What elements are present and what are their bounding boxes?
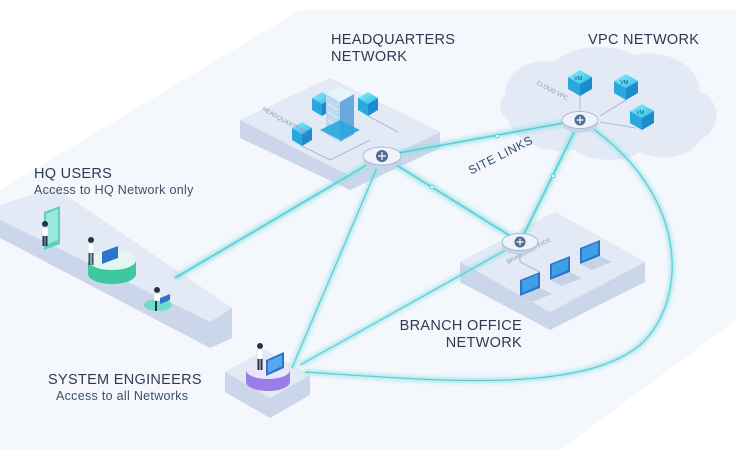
hq-router (362, 146, 402, 169)
vm-label-1: VM (574, 76, 583, 82)
hq-users-subtitle: Access to HQ Network only (34, 183, 194, 197)
headquarters-building (320, 86, 360, 142)
link-vpc-branch (519, 119, 581, 243)
hq-users-people (41, 206, 172, 311)
link-hq-vpc (381, 119, 581, 157)
branch-laptops (519, 240, 612, 302)
vm-label-3: VM (636, 110, 645, 116)
vpc-cloud-platform (500, 46, 717, 160)
hq-network-title: HEADQUARTERS NETWORK (331, 32, 455, 66)
link-engineers-vpc (304, 119, 673, 382)
link-hq-users (174, 155, 383, 279)
site-links-core (174, 119, 673, 382)
link-hq-branch (381, 155, 521, 243)
hq-network-title-line1: HEADQUARTERS (331, 32, 456, 48)
link-dots (429, 133, 556, 190)
hq-users-title: HQ USERS (34, 166, 113, 182)
branch-office-title-line2: NETWORK (445, 335, 522, 351)
branch-office-title: BRANCH OFFICE NETWORK (396, 318, 522, 352)
branch-office-title-line1: BRANCH OFFICE (399, 318, 522, 334)
engineers-title: SYSTEM ENGINEERS (48, 372, 202, 388)
vpc-router (561, 111, 599, 133)
engineers-subtitle: Access to all Networks (56, 389, 189, 403)
vpc-vm-cubes (568, 70, 654, 130)
engineer-workstation (246, 343, 290, 391)
vpc-network-title: VPC NETWORK (588, 32, 700, 48)
link-engineers-branch (299, 241, 521, 366)
hq-servers (292, 86, 399, 161)
hq-network-title-line2: NETWORK (331, 49, 408, 65)
branch-router (501, 233, 539, 255)
vm-label-2: VM (620, 80, 629, 86)
link-engineers-hq (291, 155, 383, 369)
